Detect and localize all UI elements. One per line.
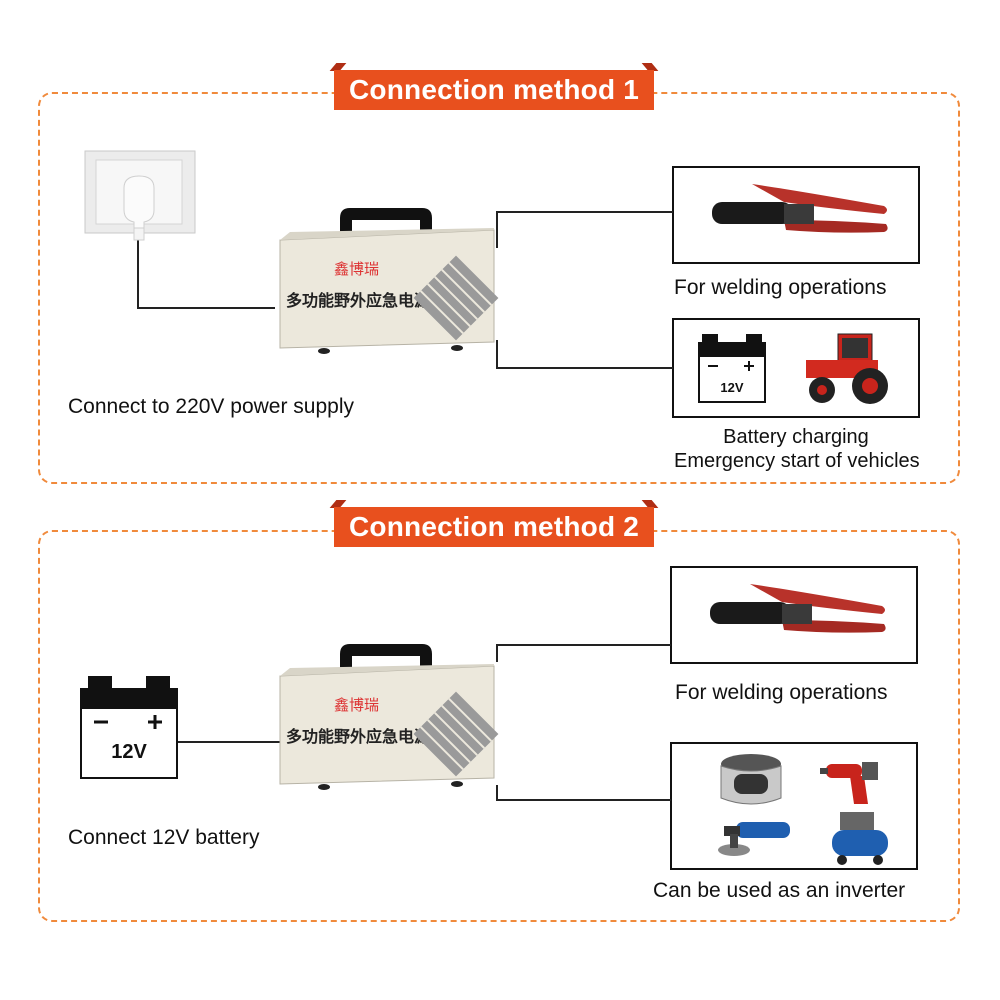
wire-device-to-welder-1 xyxy=(496,211,673,248)
device-brand: 鑫博瑞 xyxy=(334,260,379,278)
method-2-output-1-label: For welding operations xyxy=(675,681,888,704)
device-brand: 鑫博瑞 xyxy=(334,696,379,714)
welding-clamp-icon xyxy=(710,584,886,633)
welding-output-box-2 xyxy=(670,566,918,664)
air-compressor-icon xyxy=(832,812,888,865)
tractor-icon xyxy=(806,333,888,404)
method-2-banner: Connection method 2 xyxy=(329,500,659,547)
charging-output-box: 12V xyxy=(672,318,920,418)
method-2-title: Connection method 2 xyxy=(348,511,640,542)
welding-clamp-icon xyxy=(712,184,888,233)
battery-voltage-1: 12V xyxy=(720,380,743,395)
battery-voltage-2: 12V xyxy=(111,741,147,763)
welding-output-box-1 xyxy=(672,166,920,264)
battery-icon: 12V xyxy=(698,334,766,403)
wire-device-to-welder-2 xyxy=(496,644,671,662)
battery-icon: 12V xyxy=(80,676,178,779)
method-1-output-1-label: For welding operations xyxy=(674,276,887,299)
wire-device-to-inverter xyxy=(496,785,671,801)
rice-cooker-icon xyxy=(720,754,782,805)
method-1-source-label: Connect to 220V power supply xyxy=(68,395,355,418)
inverter-output-box xyxy=(670,742,918,870)
wall-socket-icon xyxy=(84,150,196,241)
wire-device-to-charger xyxy=(496,340,673,369)
method-2-source-label: Connect 12V battery xyxy=(68,826,260,849)
power-supply-device-icon: 鑫博瑞 多功能野外应急电源 xyxy=(279,208,499,354)
electric-drill-icon xyxy=(820,762,878,804)
method-1-title: Connection method 1 xyxy=(348,74,640,105)
method-1-banner: Connection method 1 xyxy=(329,63,659,110)
device-name: 多功能野外应急电源 xyxy=(286,727,430,746)
method-2-output-2-label: Can be used as an inverter xyxy=(653,879,906,902)
angle-grinder-icon xyxy=(718,822,790,856)
method-1-output-2-label: Battery charging Emergency start of vehi… xyxy=(674,425,920,473)
device-name: 多功能野外应急电源 xyxy=(286,291,430,310)
output-2-line-2: Emergency start of vehicles xyxy=(674,450,920,472)
power-supply-device-icon: 鑫博瑞 多功能野外应急电源 xyxy=(279,644,499,790)
output-2-line-1: Battery charging xyxy=(723,426,869,448)
wire-socket-to-device xyxy=(137,240,275,309)
